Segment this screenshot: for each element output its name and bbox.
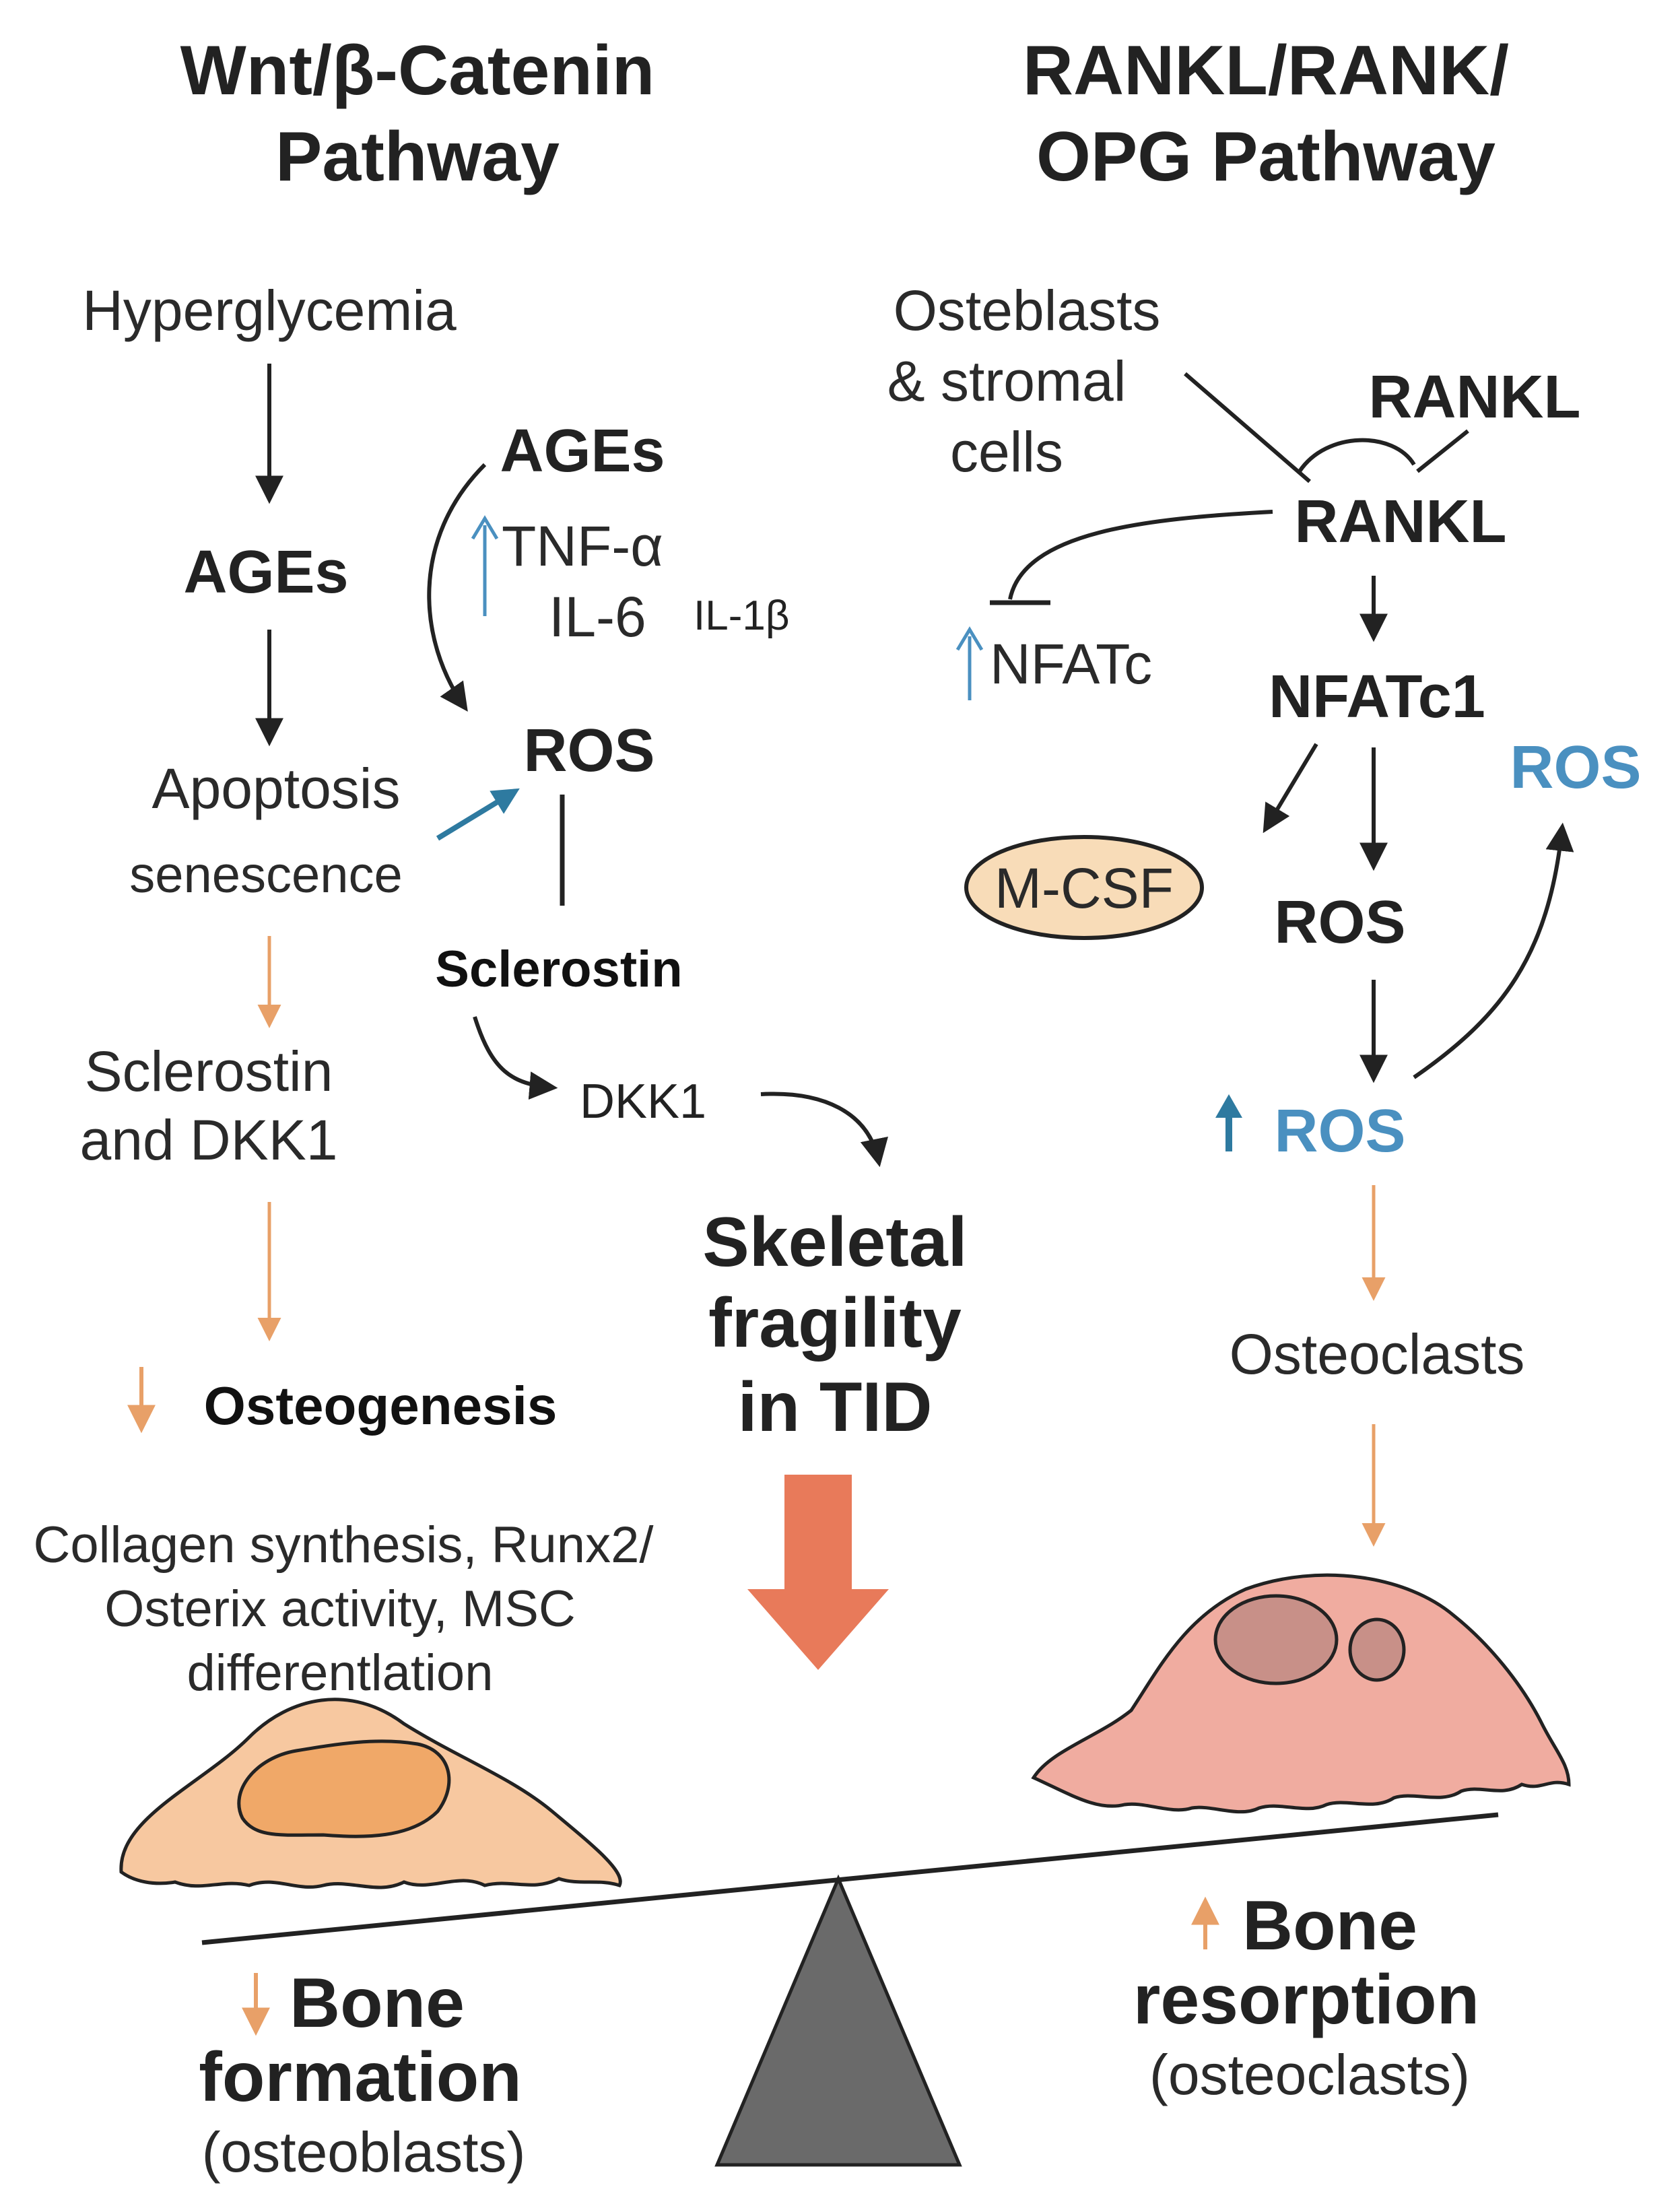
osteoclast-cell — [1031, 1573, 1571, 1814]
ros-blue-right-label: ROS — [1510, 734, 1641, 801]
osteoclast-nucleus-large — [1213, 1594, 1339, 1685]
skeletal-line3: in TID — [738, 1368, 933, 1446]
osteoclast-nucleus-small — [1348, 1617, 1406, 1682]
curved-arrow-dkk1-fragility — [760, 1092, 888, 1168]
osteoblast-nucleus — [237, 1739, 451, 1838]
up-arrow-cytokines-head — [471, 515, 499, 540]
arrow-nfatc1-mcsf — [1263, 743, 1318, 834]
rankl-label: RANKL — [1295, 488, 1507, 556]
left-title-line1: Wnt/β-Catenin — [180, 32, 655, 110]
senescence-label: senescence — [129, 846, 403, 904]
osteoclasts-label: Osteoclasts — [1230, 1322, 1525, 1386]
line-osteoblasts-rankl — [1184, 372, 1311, 483]
up-arrow-ros-head — [1215, 1094, 1242, 1118]
bone-formation-line3: (osteoblasts) — [202, 2120, 526, 2184]
inhibit-curve-rankl-nfatc — [1008, 510, 1273, 600]
bone-resorption-line1: Bone — [1242, 1887, 1417, 1965]
curved-arrow-ages-ros — [427, 463, 487, 712]
sclerostin-dkk1-line2: and DKK1 — [80, 1108, 338, 1172]
tnf-alpha-label: TNF-α — [502, 514, 663, 578]
skeletal-line2: fragility — [708, 1284, 962, 1362]
ages-left-label: AGEs — [183, 539, 348, 606]
il1b-label: IL-1β — [694, 593, 790, 639]
balance-beam — [201, 1812, 1499, 1945]
rankl-top-label: RANKL — [1369, 364, 1581, 431]
curved-arrow-sclerostin-dkk1 — [473, 1016, 558, 1100]
arrow-senescence-ros — [436, 788, 520, 841]
sclerostin-middle-label: Sclerostin — [435, 941, 682, 998]
hyperglycemia-label: Hyperglycemia — [82, 279, 457, 342]
curved-arrow-upros-ros — [1413, 822, 1574, 1079]
skeletal-line1: Skeletal — [702, 1203, 967, 1281]
right-title-line1: RANKL/RANK/ — [1023, 32, 1509, 110]
big-down-arrow — [747, 1475, 889, 1670]
bone-resorption-line3: (osteoclasts) — [1149, 2043, 1470, 2106]
left-title-line2: Pathway — [275, 118, 560, 196]
nfatc1-label: NFATc1 — [1269, 663, 1485, 731]
dkk1-label: DKK1 — [580, 1075, 706, 1129]
osteoblasts-line3: cells — [950, 420, 1063, 483]
ages-middle-label: AGEs — [500, 417, 665, 485]
nfatc-label: NFATc — [990, 632, 1152, 696]
collagen-line1: Collagen synthesis, Runx2/ — [34, 1516, 654, 1574]
bone-formation-line2: formation — [199, 2038, 522, 2116]
right-title-line2: OPG Pathway — [1036, 118, 1496, 196]
ros-right-label: ROS — [1274, 889, 1405, 956]
apoptosis-label: Apoptosis — [152, 757, 401, 820]
line-rankl-top-receptor — [1416, 429, 1469, 473]
osteogenesis-label: Osteogenesis — [204, 1376, 558, 1436]
collagen-line2: Osterix activity, MSC — [104, 1580, 576, 1638]
balance-fulcrum — [714, 1874, 962, 2167]
bone-formation-line1: Bone — [290, 1964, 465, 2042]
osteoblasts-line1: Osteblasts — [894, 279, 1161, 342]
collagen-line3: differentlation — [187, 1644, 494, 1702]
osteoblasts-line2: & stromal — [887, 349, 1127, 413]
up-arrow-nfatc-head — [955, 626, 984, 651]
sclerostin-dkk1-line1: Sclerostin — [85, 1040, 333, 1103]
mcsf-ellipse — [964, 835, 1204, 940]
mcsf-label: M-CSF — [995, 857, 1174, 920]
ros-middle-label: ROS — [523, 717, 654, 784]
il6-label: IL-6 — [549, 585, 646, 648]
ros-up-label: ROS — [1274, 1098, 1405, 1165]
bone-resorption-line2: resorption — [1133, 1961, 1479, 2039]
rank-receptor-arc — [1298, 438, 1416, 473]
